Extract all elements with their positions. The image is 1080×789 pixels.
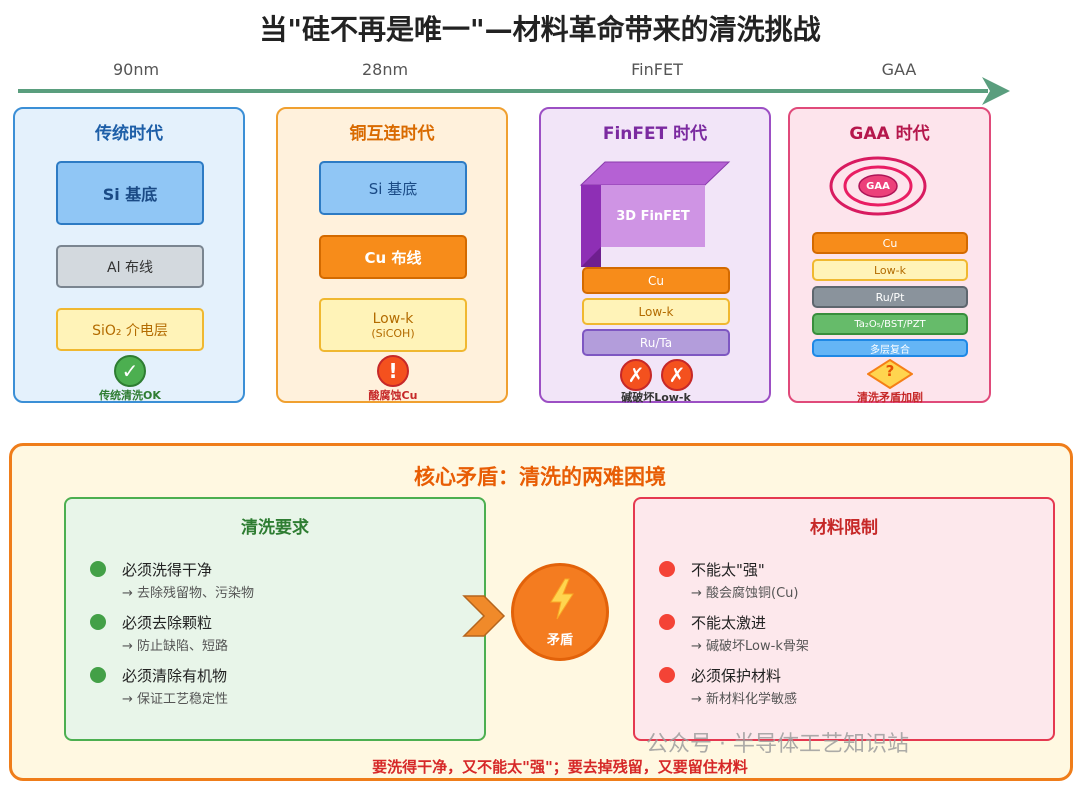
layer-ru-pt: Ru/Pt: [812, 286, 968, 308]
question-icon: ?: [885, 362, 895, 380]
era-finfet-status: 碱破坏Low-k: [621, 391, 691, 404]
layer-multilayer-composite: 多层复合: [812, 339, 968, 357]
timeline-label-28nm: 28nm: [361, 60, 409, 79]
timeline-label-90nm: 90nm: [112, 60, 160, 79]
layer-si-substrate: Si 基底: [56, 161, 204, 225]
era-gaa: GAA 时代 GAA Cu Low-k Ru/Pt Ta₂O₅/BST/PZT …: [788, 107, 991, 404]
finfet-3d-icon: [579, 161, 731, 267]
finfet-label: 3D FinFET: [616, 209, 690, 224]
gaa-nanosheet-icon: [829, 156, 927, 216]
layer-low-k: Low-k: [812, 259, 968, 281]
era-traditional-title: 传统时代: [95, 124, 163, 144]
layer-si-substrate: Si 基底: [319, 161, 467, 215]
layer-cu-wiring: Cu 布线: [319, 235, 467, 279]
era-gaa-title: GAA 时代: [849, 124, 930, 144]
era-finfet-title: FinFET 时代: [602, 124, 708, 144]
conflict-label: 矛盾: [546, 633, 573, 648]
layer-al-wiring: Al 布线: [56, 245, 204, 288]
era-copper-title: 铜互连时代: [349, 124, 435, 144]
panel-material-limits: 材料限制 不能太"强" → 酸会腐蚀铜(Cu) 不能太激进 → 碱破坏Low-k…: [633, 497, 1055, 741]
layer-high-k-oxides: Ta₂O₅/BST/PZT: [812, 313, 968, 335]
chevron-right-icon: [462, 595, 506, 637]
timeline-label-finfet: FinFET: [631, 60, 683, 79]
bullet-icon: [659, 561, 675, 577]
timeline-label-gaa: GAA: [881, 60, 917, 79]
bullet-icon: [659, 614, 675, 630]
gaa-core-label: GAA: [866, 181, 890, 192]
cross-icon: ✗: [620, 359, 652, 391]
era-traditional: 传统时代 Si 基底 Al 布线 SiO₂ 介电层 ✓ 传统清洗OK: [13, 107, 245, 403]
watermark: 公众号 · 半导体工艺知识站: [646, 732, 909, 757]
era-gaa-status: 清洗矛盾加剧: [857, 391, 923, 404]
era-traditional-status: 传统清洗OK: [99, 389, 161, 402]
layer-ru-ta: Ru/Ta: [582, 329, 730, 356]
panel-cleaning-requirements: 清洗要求 必须洗得干净 → 去除残留物、污染物 必须去除颗粒 → 防止缺陷、短路…: [64, 497, 486, 741]
bullet-icon: [90, 561, 106, 577]
panel-left-title: 清洗要求: [241, 518, 309, 538]
layer-cu: Cu: [812, 232, 968, 254]
check-icon: ✓: [114, 355, 146, 387]
conflict-circle: 矛盾: [511, 563, 609, 661]
layer-sio2-dielectric: SiO₂ 介电层: [56, 308, 204, 351]
bullet-icon: [90, 667, 106, 683]
era-copper: 铜互连时代 Si 基底 Cu 布线 Low-k (SiCOH) ! 酸腐蚀Cu: [276, 107, 508, 403]
core-conflict-title: 核心矛盾：清洗的两难困境: [414, 465, 666, 489]
cross-icon: ✗: [661, 359, 693, 391]
lightning-icon: [550, 578, 574, 620]
layer-low-k: Low-k (SiCOH): [319, 298, 467, 352]
page-title: 当"硅不再是唯一"—材料革命带来的清洗挑战: [259, 13, 821, 46]
bullet-icon: [90, 614, 106, 630]
bottom-summary: 要洗得干净，又不能太"强"；要去掉残留，又要留住材料: [372, 758, 748, 776]
warning-icon: !: [377, 355, 409, 387]
panel-right-title: 材料限制: [810, 518, 878, 538]
era-copper-status: 酸腐蚀Cu: [368, 389, 418, 402]
layer-cu: Cu: [582, 267, 730, 294]
layer-low-k: Low-k: [582, 298, 730, 325]
era-finfet: FinFET 时代 3D FinFET Cu Low-k Ru/Ta ✗ ✗ 碱…: [539, 107, 771, 404]
bullet-icon: [659, 667, 675, 683]
question-diamond-icon: [867, 359, 913, 389]
timeline-arrow: [18, 77, 1010, 105]
